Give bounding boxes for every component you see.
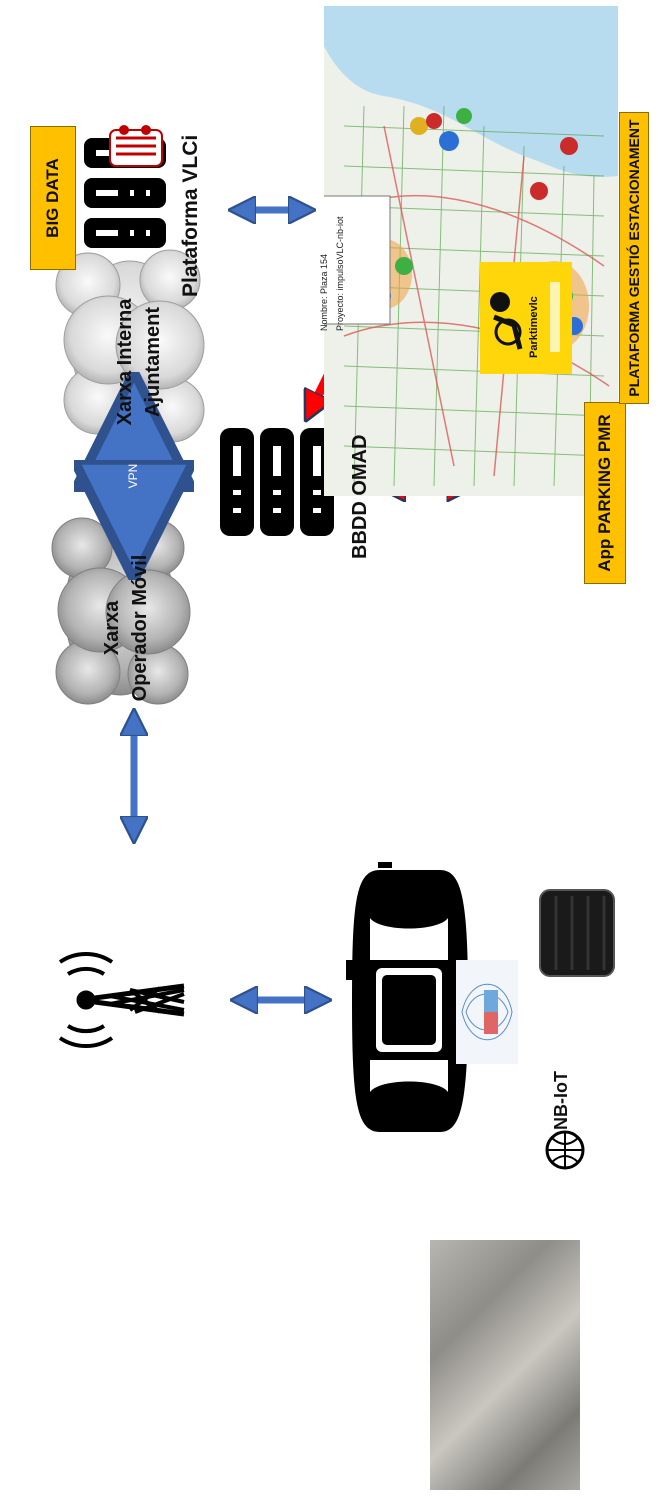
label-plataforma-vlci: Plataforma VLCi bbox=[179, 134, 202, 297]
car-icon bbox=[346, 862, 474, 1132]
label-nb-iot: NB-IoT bbox=[551, 1071, 571, 1130]
wheelchair-icon bbox=[490, 282, 560, 352]
map-popup-line1: Nombre: Plaza 154 bbox=[319, 253, 329, 331]
city-seal-icon bbox=[109, 125, 163, 167]
parking-app-screenshot[interactable] bbox=[480, 262, 572, 374]
badge-app-parking: App PARKING PMR bbox=[584, 402, 626, 584]
magnetic-sensor-icon bbox=[456, 960, 518, 1064]
label-xarxa-interna-text: Xarxa Interna Ajuntament bbox=[114, 298, 164, 426]
label-bbdd-omad: BBDD OMAD bbox=[349, 434, 371, 559]
label-xarxa-interna: Xarxa Interna Ajuntament bbox=[111, 287, 175, 437]
street-photo bbox=[430, 1240, 580, 1490]
nb-iot-logo-icon bbox=[545, 1130, 585, 1170]
map-popup-line2: Proyecto: impulsoVLC-nb-iot bbox=[335, 216, 345, 331]
label-xarxa-operador-text: Xarxa Operador Móvil bbox=[101, 554, 151, 702]
cell-tower-icon bbox=[58, 951, 185, 1049]
label-vpn: VPN bbox=[126, 463, 140, 489]
badge-big-data: BIG DATA bbox=[30, 126, 76, 270]
server-rack-icon-omad bbox=[220, 428, 334, 536]
map-popup-box bbox=[324, 195, 391, 325]
parking-sensor-puck-icon bbox=[539, 889, 615, 977]
label-xarxa-operador: Xarxa Operador Móvil bbox=[98, 553, 162, 703]
app-name-label: Parktimevlc bbox=[528, 296, 540, 358]
badge-plataforma-gestio: PLATAFORMA GESTIÓ ESTACIONAMENT bbox=[619, 112, 649, 404]
